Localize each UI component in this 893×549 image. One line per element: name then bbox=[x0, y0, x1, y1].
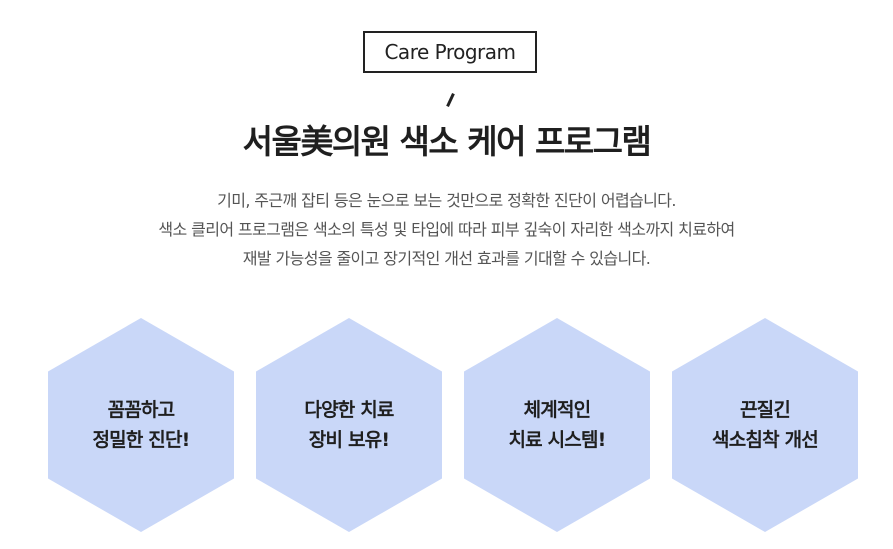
feature-line-1: 체계적인 bbox=[523, 399, 592, 421]
feature-hexagon-precise-diagnosis: 꼼꼼하고 정밀한 진단! bbox=[48, 318, 234, 532]
care-program-tag-label: Care Program bbox=[384, 40, 516, 64]
hexagon-shape bbox=[256, 318, 442, 532]
description: 기미, 주근깨 잡티 등은 눈으로 보는 것만으로 정확한 진단이 어렵습니다.… bbox=[0, 186, 893, 273]
page-title: 서울美의원 색소 케어 프로그램 bbox=[242, 122, 652, 161]
feature-line-2: 장비 보유! bbox=[308, 429, 390, 451]
care-program-tag: Care Program bbox=[363, 31, 537, 73]
feature-line-2: 정밀한 진단! bbox=[92, 429, 190, 451]
tick-mark-icon bbox=[446, 93, 455, 107]
feature-hexagon-various-equipment: 다양한 치료 장비 보유! bbox=[256, 318, 442, 532]
hexagon-shape bbox=[464, 318, 650, 532]
feature-hexagon-pigment-improvement: 끈질긴 색소침착 개선 bbox=[672, 318, 858, 532]
feature-line-1: 끈질긴 bbox=[739, 399, 791, 421]
feature-line-2: 치료 시스템! bbox=[508, 429, 606, 451]
feature-hexagons: 꼼꼼하고 정밀한 진단! 다양한 치료 장비 보유! 체계적인 치료 시스템! … bbox=[0, 318, 893, 532]
hexagon-shape bbox=[48, 318, 234, 532]
hexagon-shape bbox=[672, 318, 858, 532]
description-line-1: 기미, 주근깨 잡티 등은 눈으로 보는 것만으로 정확한 진단이 어렵습니다. bbox=[217, 191, 676, 210]
description-line-2: 색소 클리어 프로그램은 색소의 특성 및 타입에 따라 피부 깊숙이 자리한 … bbox=[158, 220, 735, 239]
feature-line-2: 색소침착 개선 bbox=[712, 429, 819, 451]
feature-hexagon-systematic-treatment: 체계적인 치료 시스템! bbox=[464, 318, 650, 532]
feature-line-1: 꼼꼼하고 bbox=[107, 399, 176, 421]
feature-line-1: 다양한 치료 bbox=[304, 399, 394, 421]
description-line-3: 재발 가능성을 줄이고 장기적인 개선 효과를 기대할 수 있습니다. bbox=[242, 249, 651, 268]
